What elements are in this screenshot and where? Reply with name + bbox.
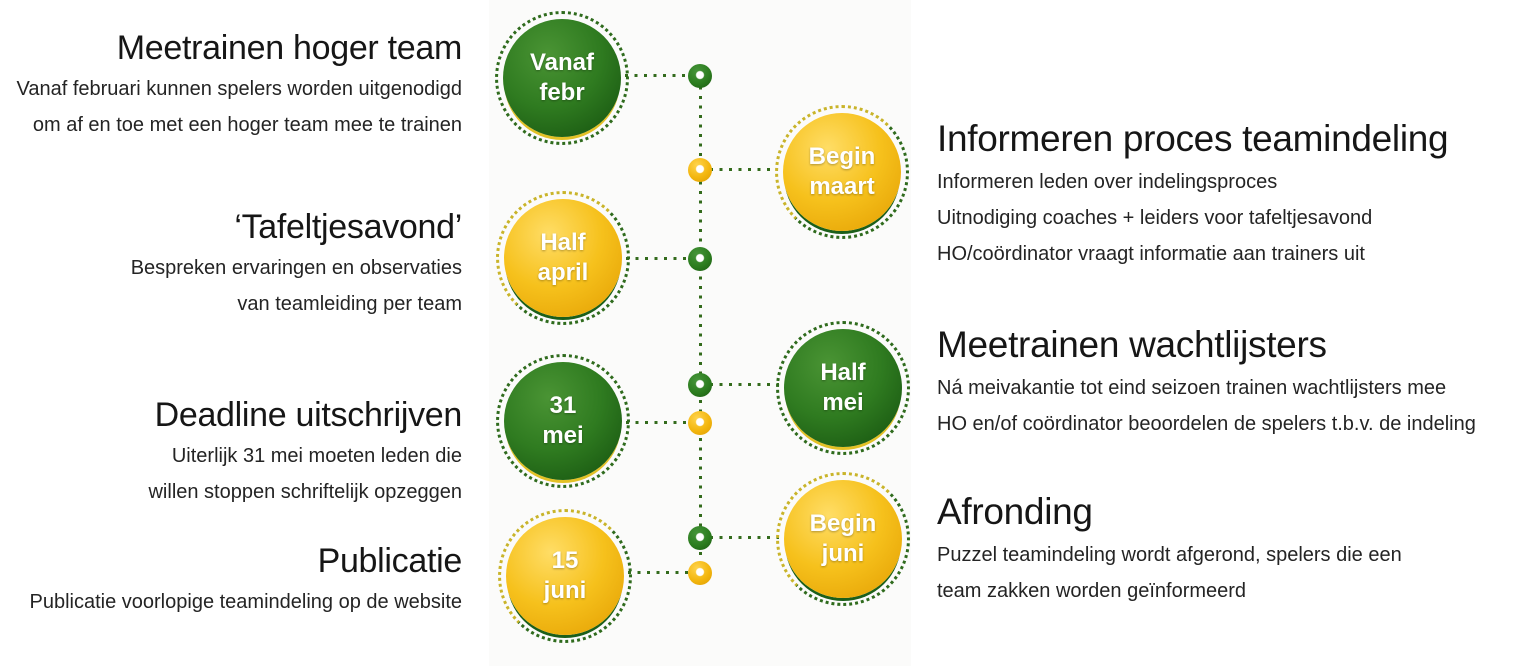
block-text-line: van teamleiding per team bbox=[237, 293, 462, 315]
timeline-connector bbox=[626, 421, 689, 424]
milestone-begin-maart: Begin maart bbox=[775, 105, 909, 239]
left-block-deadline-uitschrijven: Deadline uitschrijven Uiterlijk 31 mei m… bbox=[0, 394, 462, 510]
milestone-label: Vanaf bbox=[529, 49, 595, 76]
block-text-line: HO en/of coördinator beoordelen de spele… bbox=[937, 413, 1476, 435]
block-text-line: Informeren leden over indelingsproces bbox=[937, 171, 1278, 193]
left-block-meetrainen-hoger-team: Meetrainen hoger team Vanaf februari kun… bbox=[0, 27, 463, 143]
milestone-half-april: Half april bbox=[496, 191, 630, 325]
milestone-label: juni bbox=[821, 540, 865, 567]
block-title: Meetrainen hoger team bbox=[116, 29, 463, 67]
timeline-node-yellow bbox=[688, 411, 712, 435]
milestone-label: mei bbox=[542, 422, 584, 449]
timeline-connector bbox=[710, 383, 779, 386]
milestone-vanaf-febr: Vanaf febr bbox=[495, 11, 629, 145]
timeline-node-yellow bbox=[688, 561, 712, 585]
milestone-label: Half bbox=[820, 359, 866, 386]
timeline-connector bbox=[625, 74, 689, 77]
block-title: ‘Tafeltjesavond’ bbox=[234, 208, 462, 246]
timeline-connector bbox=[710, 168, 778, 171]
timeline-connector bbox=[710, 536, 779, 539]
block-text-line: Bespreken ervaringen en observaties bbox=[130, 257, 462, 279]
block-text-line: Uitnodiging coaches + leiders voor tafel… bbox=[937, 207, 1373, 229]
block-text-line: Puzzel teamindeling wordt afgerond, spel… bbox=[937, 544, 1402, 566]
milestone-label: Begin bbox=[808, 143, 876, 170]
block-text-line: Uiterlijk 31 mei moeten leden die bbox=[171, 445, 462, 467]
right-block-meetrainen-wachtlijsters: Meetrainen wachtlijsters Ná meivakantie … bbox=[937, 322, 1517, 442]
block-text-line: om af en toe met een hoger team mee te t… bbox=[32, 114, 462, 136]
block-text-line: HO/coördinator vraagt informatie aan tra… bbox=[937, 243, 1365, 265]
timeline-connector bbox=[628, 571, 689, 574]
left-block-publicatie: Publicatie Publicatie voorlopige teamind… bbox=[0, 540, 463, 620]
right-block-afronding: Afronding Puzzel teamindeling wordt afge… bbox=[937, 489, 1517, 609]
milestone-begin-juni: Begin juni bbox=[776, 472, 910, 606]
milestone-label: mei bbox=[822, 389, 864, 416]
block-title: Meetrainen wachtlijsters bbox=[937, 324, 1327, 365]
milestone-31-mei: 31 mei bbox=[496, 354, 630, 488]
timeline-node-green bbox=[688, 373, 712, 397]
block-title: Publicatie bbox=[317, 542, 463, 580]
milestone-label: Begin bbox=[809, 510, 877, 537]
milestone-label: juni bbox=[543, 577, 587, 604]
block-title: Deadline uitschrijven bbox=[154, 396, 463, 434]
timeline-node-yellow bbox=[688, 158, 712, 182]
milestone-half-mei: Half mei bbox=[776, 321, 910, 455]
timeline-spine bbox=[699, 77, 702, 573]
milestone-label: maart bbox=[809, 173, 875, 200]
block-text-line: Vanaf februari kunnen spelers worden uit… bbox=[16, 78, 463, 100]
milestone-label: Half bbox=[540, 229, 586, 256]
milestone-label: 31 bbox=[549, 392, 577, 419]
timeline-connector bbox=[626, 257, 689, 260]
left-block-tafeltjesavond: ‘Tafeltjesavond’ Bespreken ervaringen en… bbox=[0, 206, 463, 322]
block-text-line: team zakken worden geïnformeerd bbox=[937, 580, 1247, 602]
milestone-label: april bbox=[537, 259, 589, 286]
timeline-node-green bbox=[688, 247, 712, 271]
timeline-node-green bbox=[688, 526, 712, 550]
milestone-label: 15 bbox=[551, 547, 579, 574]
milestone-label: febr bbox=[539, 79, 585, 106]
block-title: Informeren proces teamindeling bbox=[937, 118, 1449, 159]
timeline-node-green bbox=[688, 64, 712, 88]
milestone-15-juni: 15 juni bbox=[498, 509, 632, 643]
block-title: Afronding bbox=[937, 491, 1093, 532]
right-block-informeren-proces: Informeren proces teamindeling Informere… bbox=[937, 116, 1517, 272]
block-text-line: willen stoppen schriftelijk opzeggen bbox=[148, 481, 462, 503]
block-text-line: Publicatie voorlopige teamindeling op de… bbox=[29, 591, 463, 613]
block-text-line: Ná meivakantie tot eind seizoen trainen … bbox=[937, 377, 1447, 399]
